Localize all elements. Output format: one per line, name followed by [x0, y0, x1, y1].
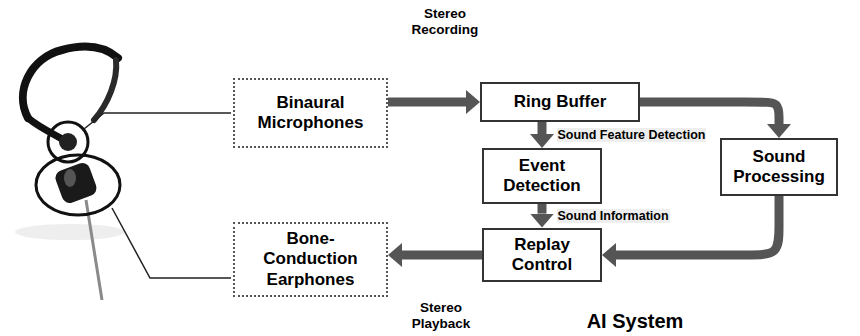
panel-ground — [411, 59, 860, 336]
text-holder: Binaural Microphones — [241, 93, 380, 134]
panel-title: AI System — [587, 310, 684, 332]
edge-label: Sound Information — [557, 209, 670, 223]
edge-label: Sound Feature Detection — [557, 128, 707, 142]
flow-arrow — [640, 102, 779, 124]
device-box: Binaural Microphones — [233, 78, 388, 148]
microphone — [59, 133, 77, 151]
text-holder: Ring Buffer — [488, 92, 632, 112]
text-holder: Sound Processing — [728, 147, 830, 188]
flow-arrow — [616, 196, 779, 255]
shadow — [15, 224, 125, 240]
flow-arrow — [388, 98, 466, 107]
box-label: Ring Buffer — [488, 92, 632, 112]
earpiece — [64, 169, 76, 187]
callout-circle — [36, 155, 120, 215]
box-label: Bone-Conduction Earphones — [248, 229, 373, 290]
headband — [94, 60, 116, 120]
process-box: Replay Control — [482, 228, 602, 283]
box-label: Event Detection — [490, 156, 594, 197]
leader-line — [84, 113, 231, 129]
text-holder: Event Detection — [490, 156, 594, 197]
headband — [28, 118, 64, 140]
process-box: Ring Buffer — [480, 82, 640, 122]
box-label: Sound Processing — [728, 147, 830, 188]
process-box: Event Detection — [482, 148, 602, 204]
text-holder: Bone-Conduction Earphones — [248, 229, 373, 290]
box-label: Binaural Microphones — [241, 93, 380, 134]
system-panel: Ring BufferEvent Detection Sound Processi… — [410, 58, 860, 336]
edge-label: Stereo Recording — [400, 6, 490, 37]
flow-arrow — [402, 251, 482, 260]
earpiece — [53, 161, 98, 205]
process-box: Sound Processing — [720, 138, 838, 196]
edge-label: Stereo Playback — [396, 300, 486, 331]
flow-arrow — [538, 122, 547, 134]
text-holder: Replay Control — [490, 235, 594, 276]
leader-line — [112, 208, 231, 278]
flow-arrow — [538, 204, 547, 214]
device-box: Bone-Conduction Earphones — [233, 222, 388, 297]
box-label: Replay Control — [490, 235, 594, 276]
